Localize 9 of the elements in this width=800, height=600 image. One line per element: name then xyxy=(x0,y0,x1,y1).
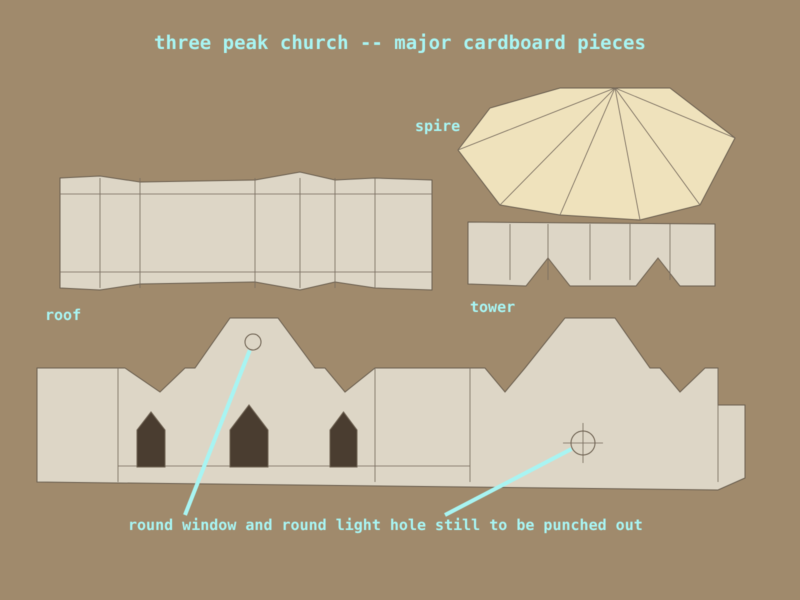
piece-label: roof xyxy=(45,306,82,324)
leader-line xyxy=(183,350,252,516)
piece-label: tower xyxy=(470,298,516,316)
title: three peak church -- major cardboard pieces xyxy=(153,32,647,54)
punch-hole-mark xyxy=(244,333,262,351)
piece-label: spire xyxy=(415,117,460,135)
note-text: round window and round light hole still to be punched out xyxy=(128,516,643,534)
punch-hole-mark xyxy=(570,430,596,456)
leader-line xyxy=(444,447,572,517)
